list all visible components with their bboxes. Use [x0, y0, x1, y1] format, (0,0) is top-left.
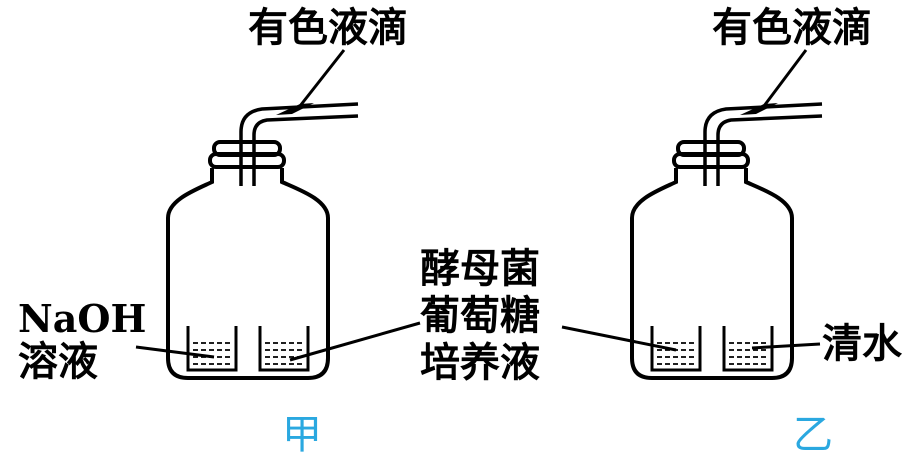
yeast-leader	[289, 321, 421, 362]
naoh-label-line2: 溶液	[18, 338, 98, 385]
droplet-yi	[740, 103, 778, 115]
caption-yi: 乙	[793, 412, 833, 458]
caption-jia: 甲	[282, 412, 322, 458]
glass-tube-yi	[703, 102, 823, 186]
droplet-leader-jia	[298, 49, 346, 107]
bottle-yi	[630, 168, 794, 380]
yeast-leader-yi	[561, 325, 677, 352]
stopper-yi	[672, 140, 750, 169]
droplet-label-jia: 有色液滴	[248, 4, 408, 51]
beaker-naoh	[186, 326, 238, 372]
yeast-label-line1: 酵母菌	[420, 245, 540, 292]
droplet-leader-yi	[762, 49, 808, 107]
stopper-jia	[208, 140, 286, 169]
water-label: 清水	[822, 320, 902, 367]
glass-tube-jia	[239, 102, 359, 186]
setup-jia	[135, 49, 421, 380]
droplet-label-yi: 有色液滴	[712, 4, 872, 51]
water-leader	[751, 342, 821, 350]
yeast-label-line2: 葡萄糖	[420, 292, 540, 339]
naoh-label-line1: NaOH	[18, 296, 147, 341]
yeast-label-line3: 培养液	[420, 339, 540, 386]
bottle-jia	[166, 168, 330, 380]
setup-yi	[561, 49, 823, 380]
naoh-leader	[135, 345, 215, 359]
droplet-jia	[276, 103, 314, 115]
beaker-yeast	[258, 326, 310, 372]
